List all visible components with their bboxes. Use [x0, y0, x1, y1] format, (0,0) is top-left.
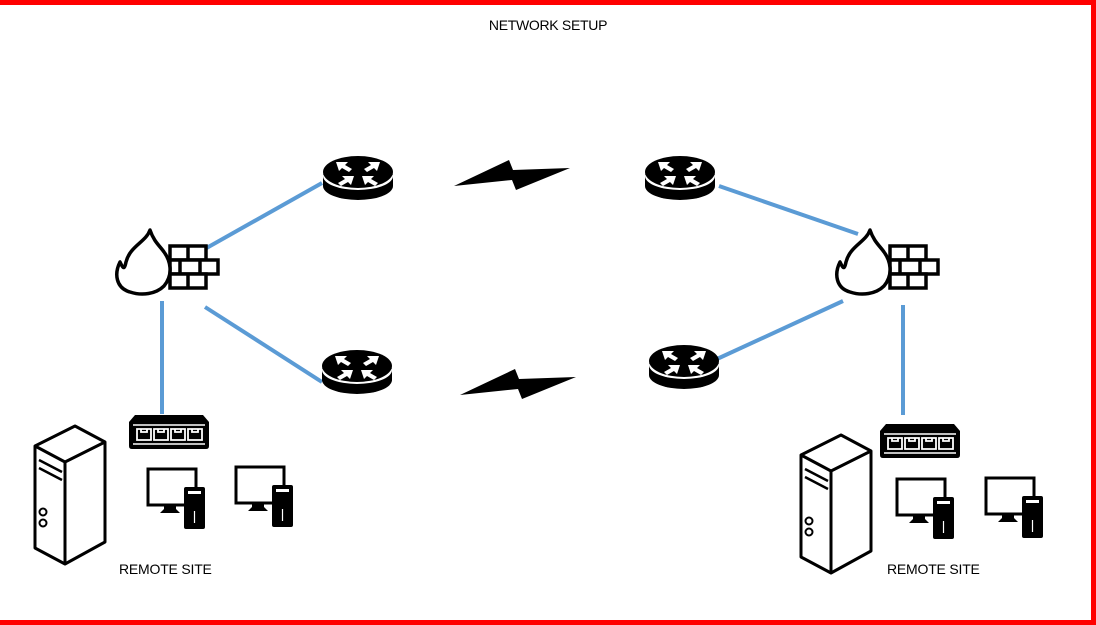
left-workstation-1-icon[interactable] [146, 467, 207, 531]
wan-link-top-lightning-icon [454, 160, 570, 190]
wan-link-bottom-lightning-icon [460, 369, 576, 399]
link-left-firewall-router-bottom [203, 305, 324, 384]
link-right-router-bottom-firewall [716, 299, 844, 361]
links-right [716, 184, 905, 415]
right-workstation-1-icon[interactable] [895, 477, 956, 541]
left-site-label: REMOTE SITE [119, 561, 212, 577]
diagram-title: NETWORK SETUP [488, 17, 608, 33]
link-right-router-top-firewall [718, 184, 859, 236]
right-switch-icon[interactable] [879, 423, 961, 459]
left-switch-icon[interactable] [128, 414, 210, 450]
right-router-bottom-icon[interactable] [649, 345, 719, 389]
left-firewall-icon[interactable] [115, 228, 220, 296]
right-firewall-icon[interactable] [835, 228, 940, 296]
link-left-firewall-router-top [202, 181, 323, 252]
left-server-icon[interactable] [33, 424, 107, 566]
right-router-top-icon[interactable] [645, 156, 715, 200]
right-workstation-2-icon[interactable] [984, 476, 1045, 540]
right-server-icon[interactable] [799, 433, 873, 575]
left-workstation-2-icon[interactable] [234, 465, 295, 529]
links-left [160, 181, 324, 414]
left-router-top-icon[interactable] [323, 156, 393, 200]
left-router-bottom-icon[interactable] [322, 350, 392, 394]
right-site-label: REMOTE SITE [887, 561, 980, 577]
